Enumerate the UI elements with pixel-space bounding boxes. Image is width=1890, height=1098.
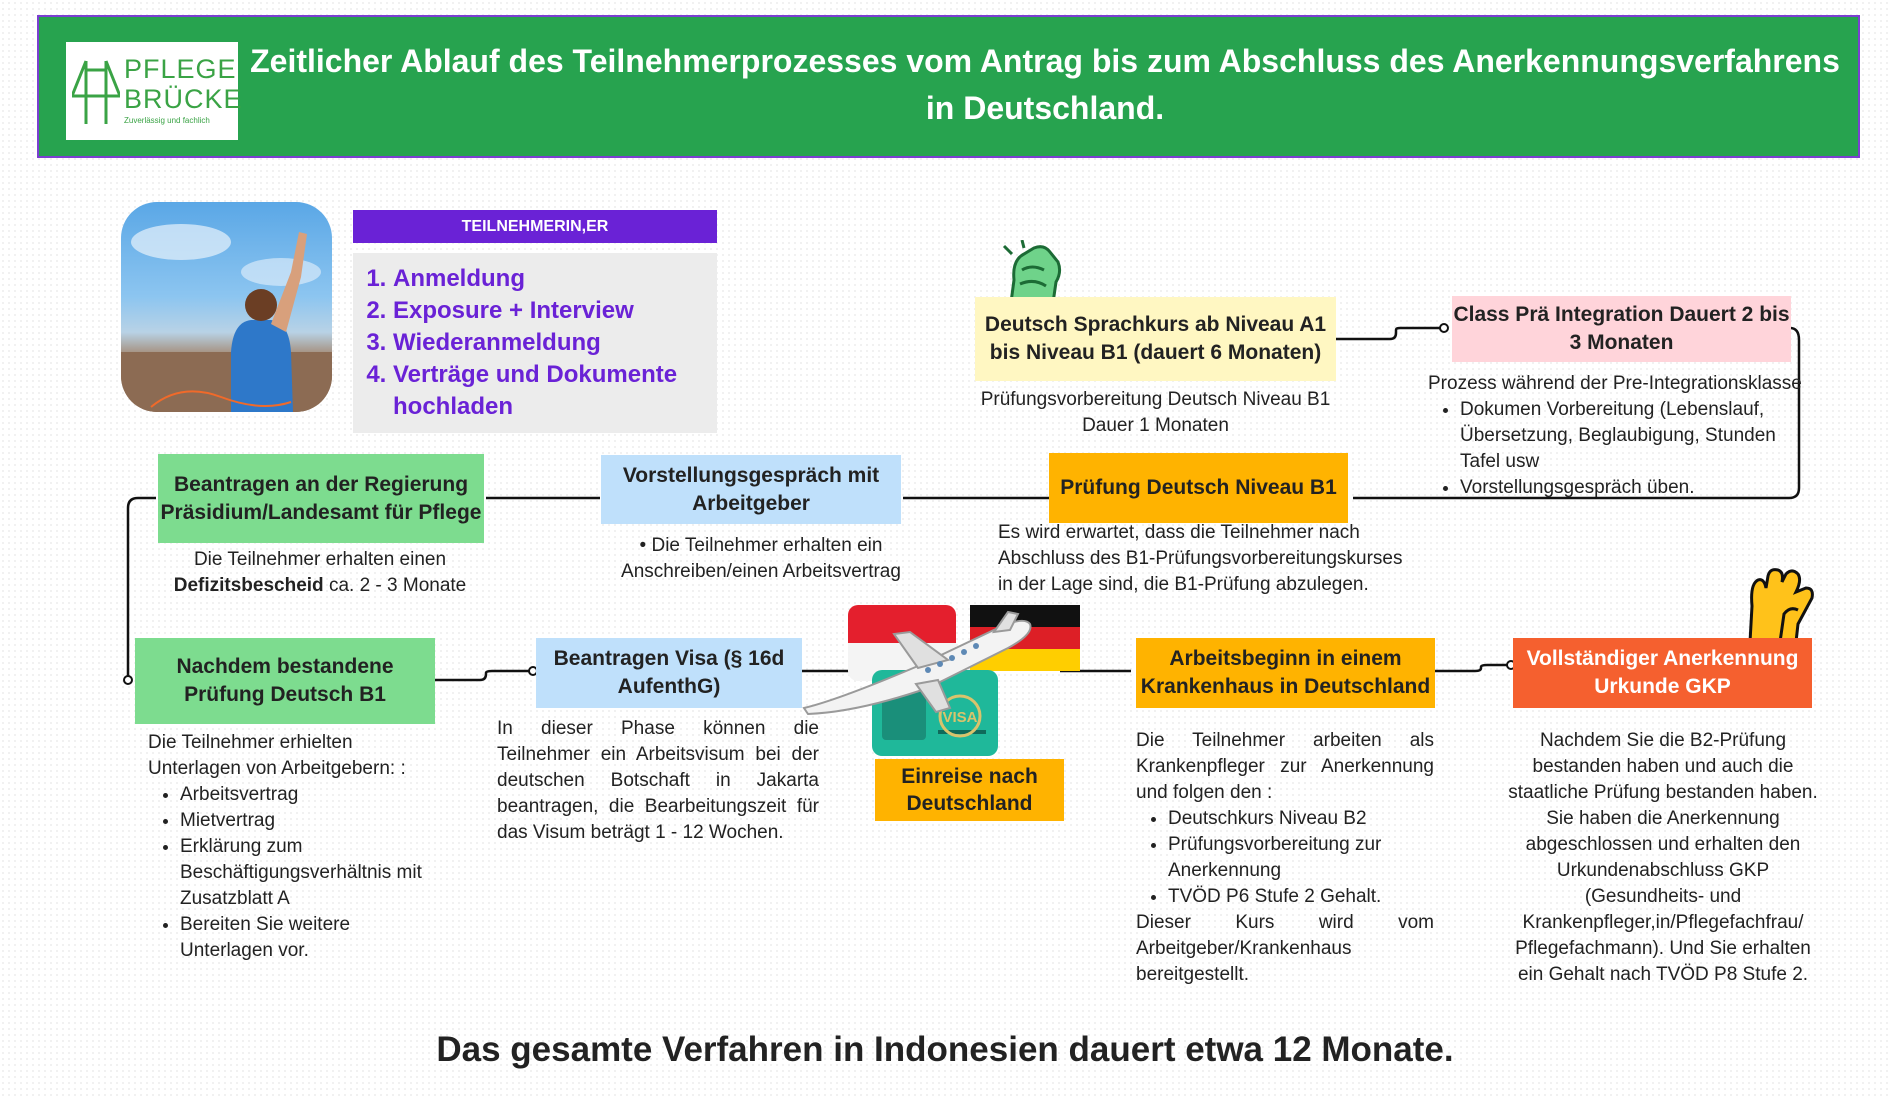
participant-photo <box>121 202 332 412</box>
recognition-box: Vollständiger Anerkennung Urkunde GKP <box>1513 638 1812 708</box>
work-start-title: Arbeitsbeginn in einem Krankenhaus in De… <box>1140 647 1431 698</box>
interview-item: Die Teilnehmer erhalten ein Anschreiben/… <box>621 535 901 582</box>
pflege-bruecke-logo: PFLEGE BRÜCKE Zuverlässig und fachlich <box>66 42 242 140</box>
after-b1-box: Nachdem bestandene Prüfung Deutsch B1 <box>135 638 435 724</box>
fist-icon <box>1002 240 1062 312</box>
visa-desc: In dieser Phase können die Teilnehmer ei… <box>497 718 819 843</box>
airplane-icon <box>802 610 1032 716</box>
apply-government-desc-pre: Die Teilnehmer erhalten einen <box>193 549 447 570</box>
visa-stamp-text: VISA <box>942 709 977 726</box>
list-item: Deutschkurs Niveau B2 <box>1168 806 1434 832</box>
bridge-logo-icon <box>72 60 120 124</box>
list-item: Prüfungsvorbereitung zur Anerkennung <box>1168 832 1434 884</box>
language-course-title: Deutsch Sprachkurs ab Niveau A1 bis Nive… <box>984 313 1327 364</box>
participant-steps-list: Anmeldung Exposure + Interview Wiederanm… <box>353 253 717 423</box>
apply-government-desc-post: ca. 2 - 3 Monate <box>328 575 467 596</box>
participant-steps-box: Anmeldung Exposure + Interview Wiederanm… <box>353 253 717 433</box>
page-title: Zeitlicher Ablauf des Teilnehmerprozesse… <box>250 43 1840 126</box>
after-b1-title: Nachdem bestandene Prüfung Deutsch B1 <box>176 655 394 706</box>
deficit-notice: Defizitsbescheid <box>173 575 324 596</box>
class-pre-integration-box: Class Prä Integration Dauert 2 bis 3 Mon… <box>1452 296 1791 362</box>
participant-step: Exposure + Interview <box>393 295 717 327</box>
interview-desc: • Die Teilnehmer erhalten ein Anschreibe… <box>621 535 901 582</box>
work-start-box: Arbeitsbeginn in einem Krankenhaus in De… <box>1136 638 1435 708</box>
exam-b1-desc: Es wird erwartet, dass die Teilnehmer na… <box>998 522 1403 595</box>
recognition-desc: Nachdem Sie die B2-Prüfung bestanden hab… <box>1508 730 1818 985</box>
language-course-desc: Prüfungsvorbereitung Deutsch Niveau B1 D… <box>980 389 1331 436</box>
logo-tagline: Zuverlässig und fachlich <box>124 116 210 125</box>
logo-line2: BRÜCKE <box>124 84 243 114</box>
list-item: Vorstellungsgespräch üben. <box>1460 475 1816 501</box>
list-item: Erklärung zum Beschäftigungsverhältnis m… <box>180 834 448 912</box>
work-start-list: Deutschkurs Niveau B2 Prüfungsvorbereitu… <box>1136 806 1434 910</box>
list-item: Mietvertrag <box>180 808 448 834</box>
apply-government-desc: Die Teilnehmer erhalten einen Defizitsbe… <box>150 547 490 599</box>
apply-government-box: Beantragen an der Regierung Präsidium/La… <box>158 454 484 543</box>
work-start-intro: Die Teilnehmer arbeiten als Krankenpfleg… <box>1136 730 1434 803</box>
header-banner <box>37 15 1860 158</box>
recognition-title: Vollständiger Anerkennung Urkunde GKP <box>1526 647 1799 698</box>
entry-germany-box: Einreise nach Deutschland <box>875 759 1064 821</box>
visa-box: Beantragen Visa (§ 16d AufenthG) <box>536 638 802 708</box>
after-b1-intro: Die Teilnehmer erhielten Unterlagen von … <box>148 732 406 779</box>
list-item: Dokumen Vorbereitung (Lebenslauf, Überse… <box>1460 397 1816 475</box>
list-item: TVÖD P6 Stufe 2 Gehalt. <box>1168 884 1434 910</box>
high-five-icon <box>1748 568 1814 644</box>
participant-step: Wiederanmeldung <box>393 327 717 359</box>
language-course-box: Deutsch Sprachkurs ab Niveau A1 bis Nive… <box>975 297 1336 381</box>
participant-heading: TEILNEHMERIN,ER <box>353 210 717 243</box>
interview-title: Vorstellungsgespräch mit Arbeitgeber <box>622 463 880 515</box>
participant-step: Verträge und Dokumente hochladen <box>393 359 717 423</box>
after-b1-desc: Die Teilnehmer erhielten Unterlagen von … <box>148 730 448 964</box>
list-item: Bereiten Sie weitere Unterlagen vor. <box>180 912 448 964</box>
footer-summary: Das gesamte Verfahren in Indonesien daue… <box>436 1030 1454 1069</box>
interview-box: Vorstellungsgespräch mit Arbeitgeber <box>601 455 901 524</box>
class-pre-intro: Prozess während der Pre-Integrationsklas… <box>1428 373 1802 394</box>
logo-line1: PFLEGE <box>124 54 237 84</box>
exam-b1-title: Prüfung Deutsch Niveau B1 <box>1060 476 1337 499</box>
visa-title: Beantragen Visa (§ 16d AufenthG) <box>553 647 785 698</box>
exam-b1-box: Prüfung Deutsch Niveau B1 <box>1049 453 1348 523</box>
work-start-outro: Dieser Kurs wird vom Arbeitgeber/Kranken… <box>1136 912 1434 985</box>
entry-germany-title: Einreise nach Deutschland <box>901 765 1038 815</box>
work-start-desc: Die Teilnehmer arbeiten als Krankenpfleg… <box>1136 728 1434 988</box>
list-item: Arbeitsvertrag <box>180 782 448 808</box>
apply-government-title: Beantragen an der Regierung Präsidium/La… <box>160 472 482 524</box>
class-pre-integration-title: Class Prä Integration Dauert 2 bis 3 Mon… <box>1453 303 1790 354</box>
class-pre-integration-desc: Prozess während der Pre-Integrationsklas… <box>1428 371 1816 501</box>
after-b1-list: Arbeitsvertrag Mietvertrag Erklärung zum… <box>148 782 448 964</box>
participant-step: Anmeldung <box>393 263 717 295</box>
class-pre-list: Dokumen Vorbereitung (Lebenslauf, Überse… <box>1428 397 1816 501</box>
